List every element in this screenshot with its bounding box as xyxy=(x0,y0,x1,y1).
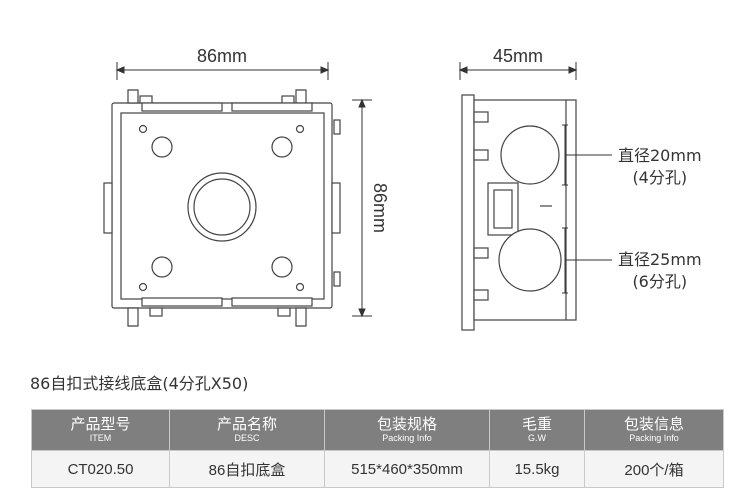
side-view-box xyxy=(461,94,577,331)
small-hole-size: (4分孔) xyxy=(632,168,688,187)
large-hole-size: (6分孔) xyxy=(632,272,688,291)
front-height-dimension xyxy=(352,98,372,318)
front-height-label: 86mm xyxy=(370,183,390,233)
cell-desc: 86自扣底盒 xyxy=(169,450,325,488)
cell-weight: 15.5kg xyxy=(489,450,585,488)
small-hole-callout: 直径20mm (4分孔) xyxy=(618,145,702,189)
technical-drawing: 86mm 86mm xyxy=(103,46,612,331)
small-hole-diameter: 直径20mm xyxy=(618,146,702,165)
side-depth-dimension xyxy=(458,62,578,80)
side-depth-label: 45mm xyxy=(493,46,543,66)
front-width-label: 86mm xyxy=(197,46,247,66)
cell-packing-info: 200个/箱 xyxy=(584,450,724,488)
cell-item: CT020.50 xyxy=(31,450,170,488)
table-row: CT020.50 86自扣底盒 515*460*350mm 15.5kg 200… xyxy=(31,450,724,488)
knockout-measure-lines xyxy=(562,124,612,294)
product-title: 86自扣式接线底盒(4分孔X50) xyxy=(30,374,249,393)
large-hole-diameter: 直径25mm xyxy=(618,250,702,269)
cell-packing: 515*460*350mm xyxy=(324,450,490,488)
front-width-dimension xyxy=(115,62,330,80)
front-view-box xyxy=(103,89,341,327)
large-hole-callout: 直径25mm (6分孔) xyxy=(618,249,702,293)
